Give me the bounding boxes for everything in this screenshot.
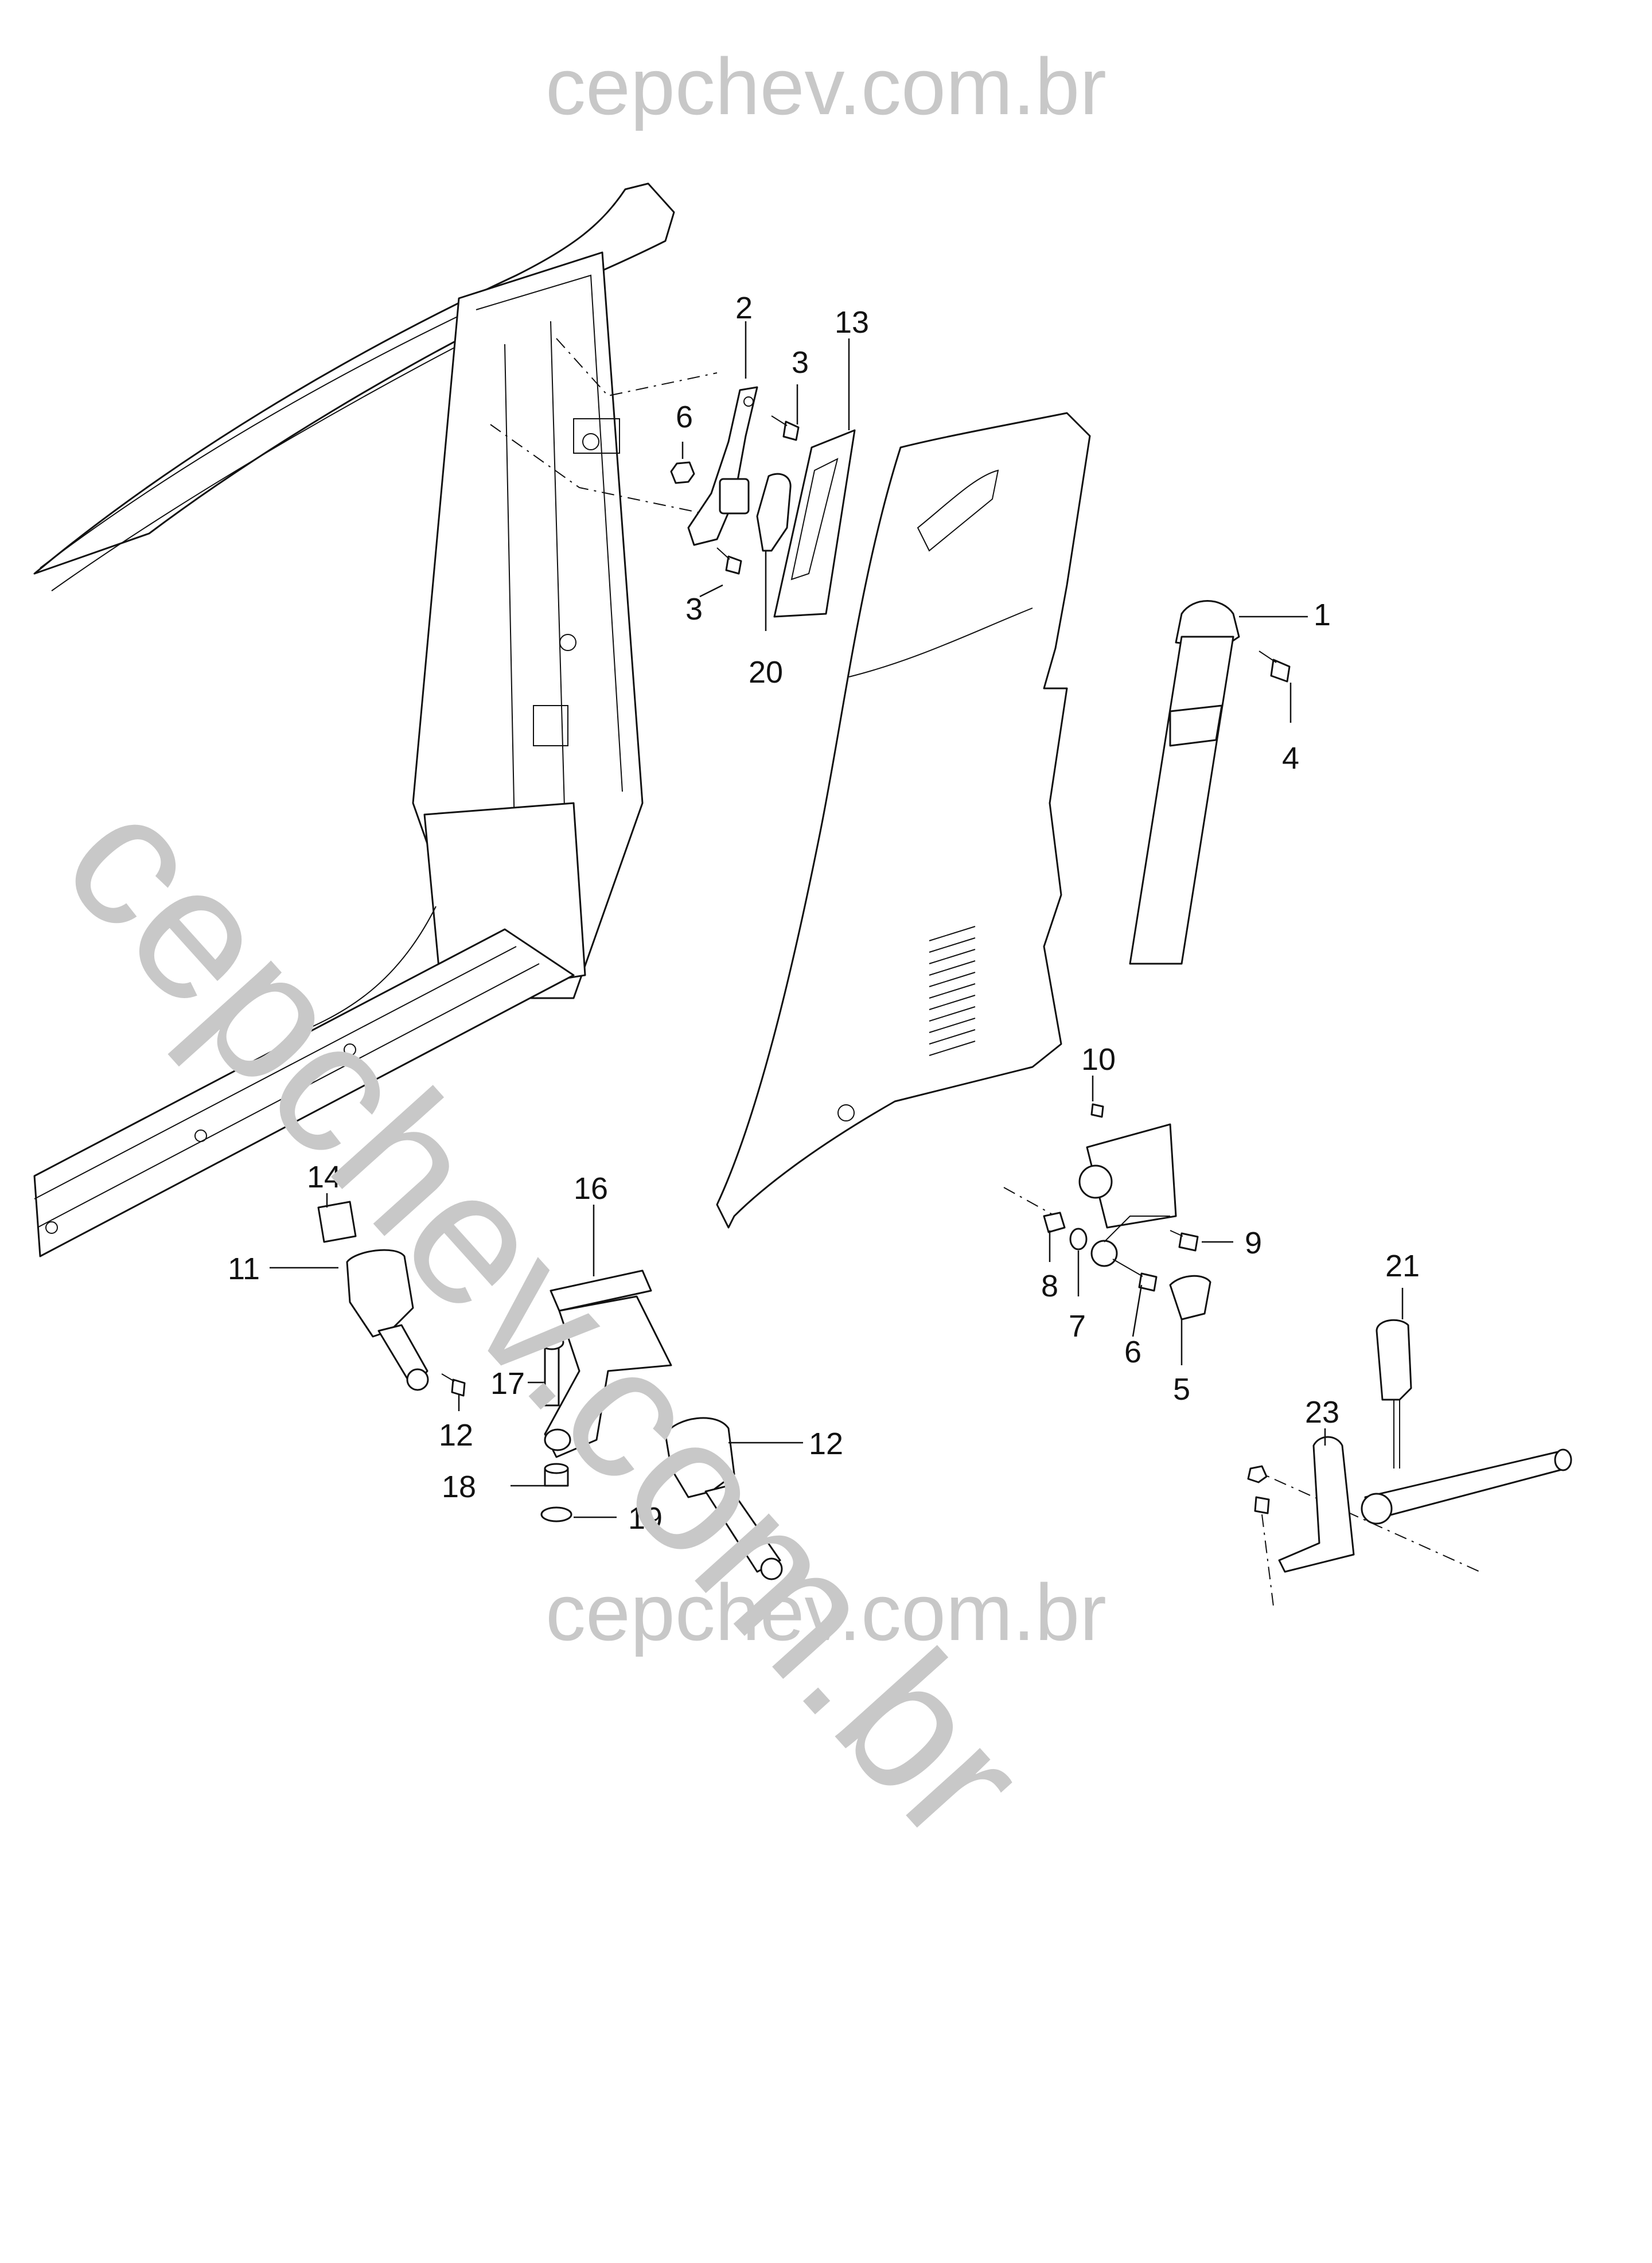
callout-10: 9: [1245, 1226, 1262, 1260]
assembly-lines: [490, 338, 1480, 1607]
cover-14: [773, 429, 856, 618]
callout-3-lower: 3: [685, 592, 703, 626]
callout-7: 6: [1124, 1335, 1141, 1369]
exploded-view-drawing: 2 13 3 6 3 20 1 4 10 9 8 7 6 5 21 23 14 …: [33, 182, 1572, 1607]
callout-23: 23: [1305, 1395, 1339, 1430]
callout-15: 14: [307, 1160, 341, 1194]
callout-6: 5: [1173, 1372, 1190, 1407]
callout-14: 13: [835, 305, 869, 340]
buckle-12-centre: [664, 1417, 783, 1580]
bolt-3-upper: [771, 415, 800, 441]
bracket-17: [544, 1269, 672, 1458]
callout-16: 20: [749, 655, 783, 690]
callout-17: 16: [574, 1171, 608, 1206]
bolt-7: [1112, 1259, 1158, 1292]
bolt-13: [441, 1373, 466, 1397]
watermark-bottom: cepchev.com.br: [546, 1567, 1106, 1657]
bolt-4: [1259, 651, 1291, 683]
buckle-12-left: [346, 1249, 429, 1391]
callout-11: 10: [1081, 1042, 1116, 1077]
cover-6: [1169, 1275, 1211, 1321]
callout-21: 21: [1385, 1249, 1420, 1283]
bolt-11: [1090, 1103, 1104, 1118]
bolt-3-lower: [716, 547, 742, 575]
callout-12-centre: 12: [809, 1427, 843, 1461]
buckle-label-15: [317, 1201, 357, 1243]
callout-2: 2: [735, 291, 753, 325]
callout-4: 4: [1282, 741, 1299, 776]
buckle-21: [1376, 1319, 1412, 1469]
callout-1: 1: [1314, 598, 1331, 632]
callout-labels: 2 13 3 6 3 20 1 4 10 9 8 7 6 5 21 23 14 …: [228, 291, 1420, 1536]
pillar-trim-slots: [929, 926, 976, 1056]
callout-5: 6: [676, 400, 693, 434]
watermark-top: cepchev.com.br: [546, 41, 1106, 131]
callout-9: 8: [1041, 1269, 1058, 1303]
bolt-18: [539, 1334, 564, 1407]
pillar-trim-panel: [716, 412, 1091, 1229]
callout-8: 7: [1069, 1309, 1086, 1343]
leader-lines: [270, 321, 1404, 1518]
callout-20: 19: [628, 1501, 663, 1536]
seat-belt-assembly: [1078, 600, 1240, 1267]
spacer-19: [544, 1463, 569, 1487]
callout-12-left: 11: [228, 1252, 260, 1286]
belt-guide-16: [756, 473, 792, 552]
washer-8: [1069, 1228, 1088, 1251]
callout-13: 12: [439, 1418, 473, 1452]
spacer-9: [1043, 1212, 1066, 1233]
parts-diagram: 2 13 3 6 3 20 1 4 10 9 8 7 6 5 21 23 14 …: [25, 41, 1572, 1879]
nut-5: [670, 461, 695, 484]
anchor-bracket-23: [1247, 1436, 1572, 1573]
callout-19: 18: [442, 1470, 476, 1504]
bolt-10: [1170, 1230, 1199, 1252]
body-side-panel: [33, 182, 675, 1257]
washer-20: [540, 1506, 572, 1522]
height-adjuster: [687, 386, 758, 546]
callout-18: 17: [490, 1366, 525, 1401]
callout-3-upper: 3: [792, 345, 809, 380]
